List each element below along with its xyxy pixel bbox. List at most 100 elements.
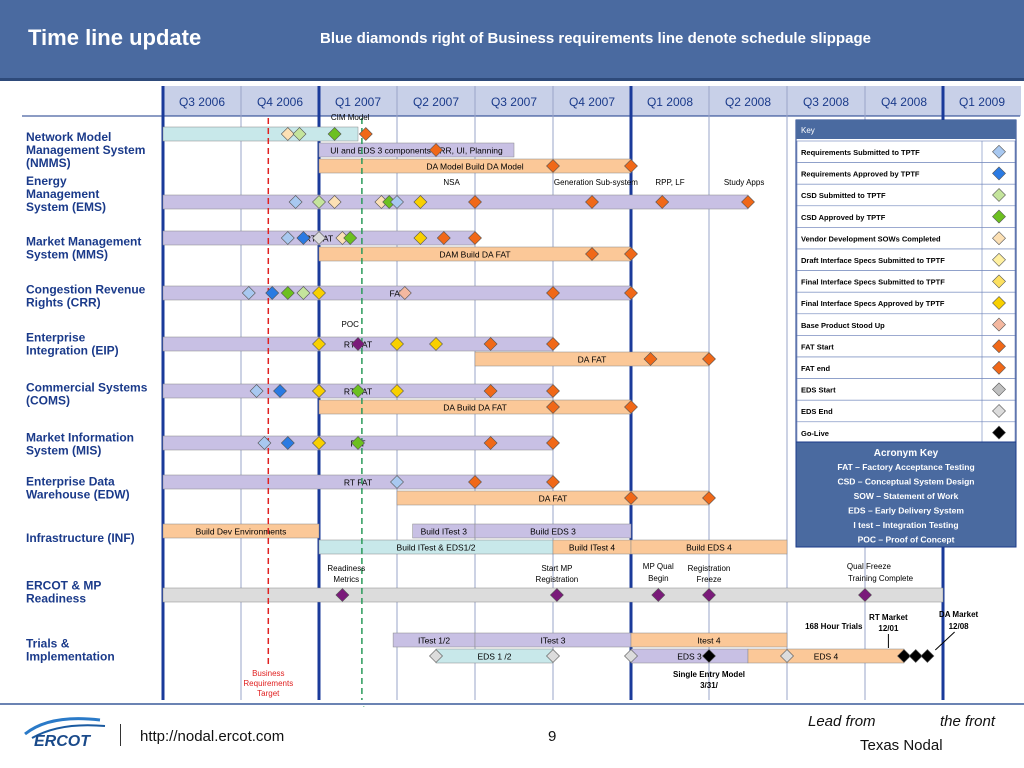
key-diamond-icon	[992, 274, 1006, 289]
callout-arrow	[934, 631, 955, 651]
milestone-note: MP Qual	[643, 562, 674, 571]
bar-label: Build EDS 4	[686, 543, 732, 553]
bar-label: DA Build DA FAT	[443, 403, 507, 413]
milestone-diamond	[702, 588, 716, 602]
bar-label: Build ITest 4	[569, 543, 616, 553]
acronym-box	[795, 441, 1017, 548]
milestone-diamond	[702, 649, 716, 663]
system-label: System (EMS)	[26, 200, 106, 214]
gantt-bar	[162, 523, 320, 539]
milestone-diamond	[741, 195, 755, 209]
bar-label: DA FAT	[539, 494, 568, 504]
milestone-diamond	[312, 195, 326, 209]
milestone-diamond	[483, 436, 498, 450]
key-diamond-icon	[992, 360, 1006, 375]
milestone-diamond	[288, 195, 303, 209]
acronym-item: FAT – Factory Acceptance Testing	[837, 462, 974, 472]
today-label: Today	[348, 706, 377, 707]
milestone-callout: Single Entry Model	[673, 670, 745, 679]
gantt-bar	[474, 523, 632, 539]
milestone-diamond	[413, 195, 428, 209]
milestone-diamond	[546, 649, 560, 663]
milestone-note: Generation Sub-system	[554, 178, 638, 187]
tagline-nodal: Texas Nodal	[860, 737, 943, 754]
milestone-diamond	[312, 231, 326, 245]
milestone-diamond	[390, 384, 404, 398]
milestone-diamond	[413, 231, 428, 245]
milestone-diamond	[468, 195, 482, 209]
milestone-callout: 3/31/	[700, 681, 719, 690]
milestone-diamond	[280, 286, 295, 300]
milestone-diamond	[312, 384, 326, 398]
milestone-note: Qual Freeze	[847, 562, 892, 571]
milestone-callout: DA Market	[939, 610, 979, 619]
system-label: Market Management	[26, 235, 141, 249]
quarter-label: Q4 2008	[881, 95, 927, 109]
key-diamond-icon	[992, 166, 1006, 181]
bar-label: Build Dev Environments	[196, 527, 287, 537]
milestone-diamond	[702, 352, 716, 366]
milestone-diamond	[257, 436, 272, 450]
milestone-diamond	[429, 143, 443, 157]
milestone-diamond	[249, 384, 264, 398]
milestone-diamond	[483, 337, 498, 351]
milestone-diamond	[312, 436, 326, 450]
milestone-note: Metrics	[333, 575, 359, 584]
tagline-front: the front	[940, 713, 996, 730]
system-label: Management System	[26, 143, 145, 157]
key-diamond-icon	[992, 404, 1006, 418]
key-title-band	[796, 120, 1016, 139]
milestone-diamond	[335, 588, 350, 602]
key-item-label: Final Interface Specs Submitted to TPTF	[801, 278, 945, 287]
bar-label: Build EDS 3	[530, 527, 576, 537]
key-item-label: Requirements Submitted to TPTF	[801, 148, 920, 157]
milestone-note: Registration	[688, 564, 731, 573]
milestone-diamond	[624, 286, 638, 300]
system-label: Energy	[26, 174, 67, 188]
system-label: Warehouse (EDW)	[26, 488, 130, 502]
milestone-note: CIM Model	[331, 113, 370, 122]
milestone-diamond	[585, 247, 599, 261]
bar-label: Build ITest & EDS1/2	[397, 543, 476, 553]
bar-label: DA FAT	[578, 355, 607, 365]
milestone-diamond	[429, 337, 443, 351]
milestone-diamond	[312, 286, 326, 300]
key-item-label: CSD Approved by TPTF	[801, 213, 886, 222]
milestone-diamond	[280, 231, 295, 245]
milestone-diamond	[273, 384, 287, 398]
quarter-label: Q1 2009	[959, 95, 1005, 109]
milestone-diamond	[327, 195, 342, 209]
bar-label: EDS 3	[677, 652, 702, 662]
quarter-label: Q2 2007	[413, 95, 459, 109]
milestone-diamond	[780, 649, 794, 663]
milestone-diamond	[624, 491, 638, 505]
bar-label: EDS 4	[814, 652, 839, 662]
system-label: Network Model	[26, 130, 111, 144]
milestone-diamond	[651, 588, 666, 602]
key-diamond-icon	[992, 339, 1006, 354]
slide-subtitle: Blue diamonds right of Business requirem…	[320, 30, 871, 47]
bar-label: Itest 4	[697, 636, 720, 646]
quarter-label: Q4 2007	[569, 95, 615, 109]
footer-separator	[120, 724, 121, 746]
milestone-diamond	[643, 352, 658, 366]
key-diamond-icon	[992, 231, 1006, 246]
acronym-title: Acronym Key	[874, 448, 939, 459]
key-item-label: Draft Interface Specs Submitted to TPTF	[801, 256, 945, 265]
key-item-label: EDS Start	[801, 386, 836, 395]
bar-label: EDS 1 /2	[477, 652, 511, 662]
system-label: Implementation	[26, 650, 115, 664]
milestone-note: Start MP	[541, 564, 572, 573]
milestone-diamond	[468, 475, 482, 489]
milestone-diamond	[390, 337, 404, 351]
milestone-diamond	[296, 286, 311, 300]
milestone-diamond	[265, 286, 280, 300]
milestone-note: Readiness	[327, 564, 365, 573]
milestone-callout: 12/08	[949, 622, 970, 631]
milestone-diamond	[390, 475, 404, 489]
acronym-item: I test – Integration Testing	[853, 520, 958, 530]
milestone-diamond	[241, 286, 256, 300]
acronym-item: SOW – Statement of Work	[854, 491, 959, 501]
milestone-diamond	[858, 588, 872, 602]
